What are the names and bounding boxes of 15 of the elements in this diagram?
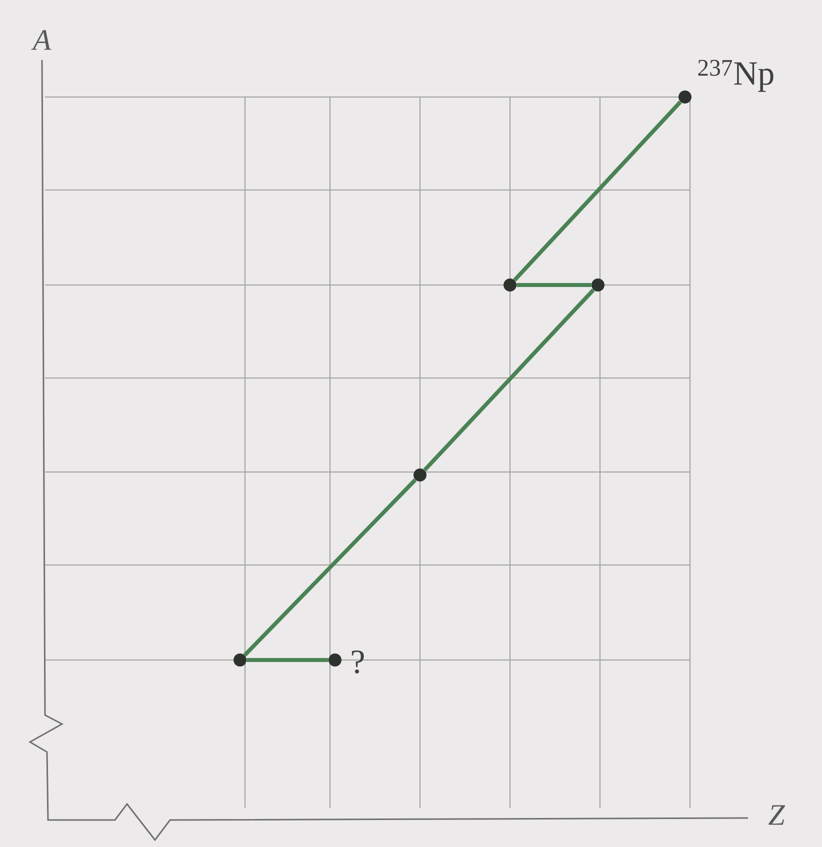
decay-dot <box>328 654 342 666</box>
decay-dot <box>234 654 246 666</box>
decay-line <box>423 288 595 472</box>
isotope-label: ? <box>352 650 364 674</box>
decay-dot <box>504 278 516 292</box>
decay-line <box>513 100 682 282</box>
axis-label: Z <box>768 805 786 825</box>
decay-line <box>516 283 592 287</box>
axis-label: A <box>31 30 52 50</box>
decay-dot <box>678 90 692 104</box>
decay-dot <box>592 278 604 292</box>
decay-line <box>243 478 417 657</box>
isotope-label: $^{237}$Np <box>698 60 774 92</box>
decay-dot <box>414 468 426 482</box>
decay-line <box>246 658 328 662</box>
